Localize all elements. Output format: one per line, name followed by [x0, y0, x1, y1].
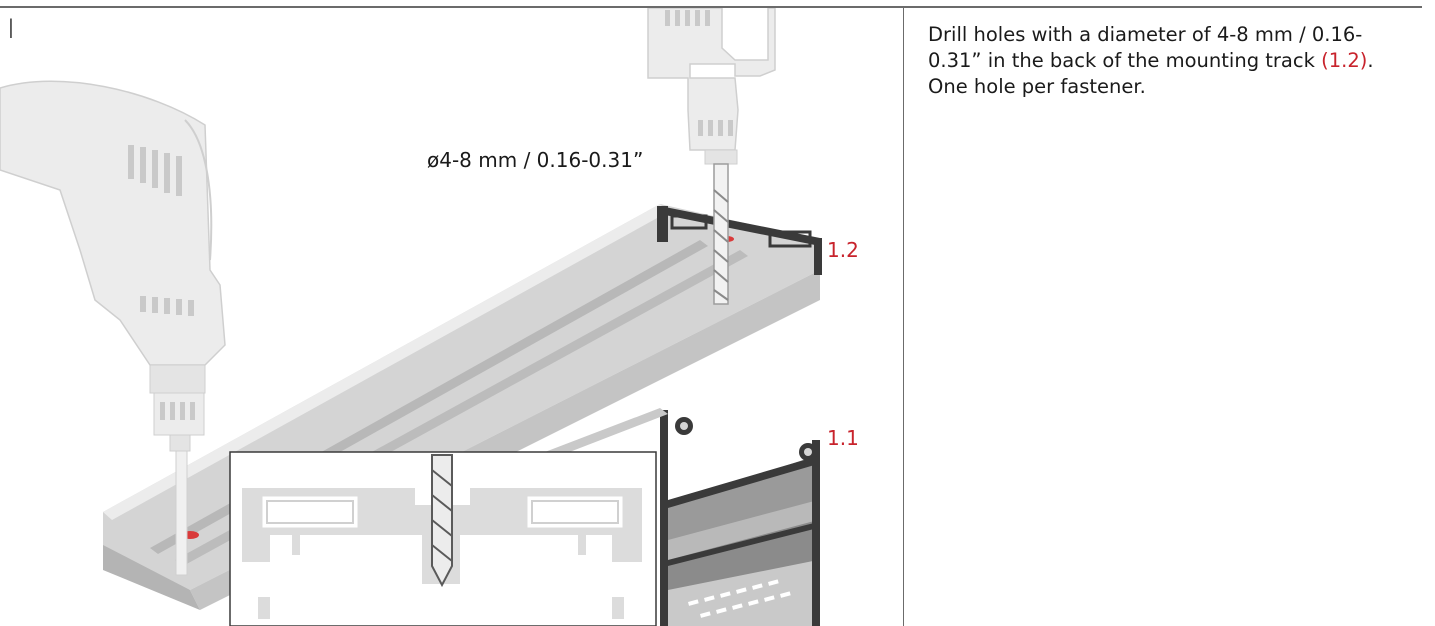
part-label-mounting-track: 1.2	[827, 238, 859, 262]
instruction-text-before: Drill holes with a diameter of 4-8 mm / …	[928, 23, 1363, 72]
part-reference-1-2: (1.2)	[1321, 49, 1368, 72]
column-divider	[903, 7, 904, 626]
right-drill	[647, 8, 776, 305]
left-drill	[0, 80, 226, 576]
instruction-text: Drill holes with a diameter of 4-8 mm / …	[928, 22, 1398, 100]
step-letter: I	[7, 14, 15, 45]
section-detail-inset	[229, 451, 657, 626]
instruction-text-after: . One hole per fastener.	[928, 49, 1374, 98]
drill-diameter-label: ø4-8 mm / 0.16-0.31”	[427, 148, 644, 172]
top-rule	[0, 6, 1422, 8]
drilling-illustration	[0, 8, 822, 626]
part-label-base-profile: 1.1	[827, 426, 859, 450]
